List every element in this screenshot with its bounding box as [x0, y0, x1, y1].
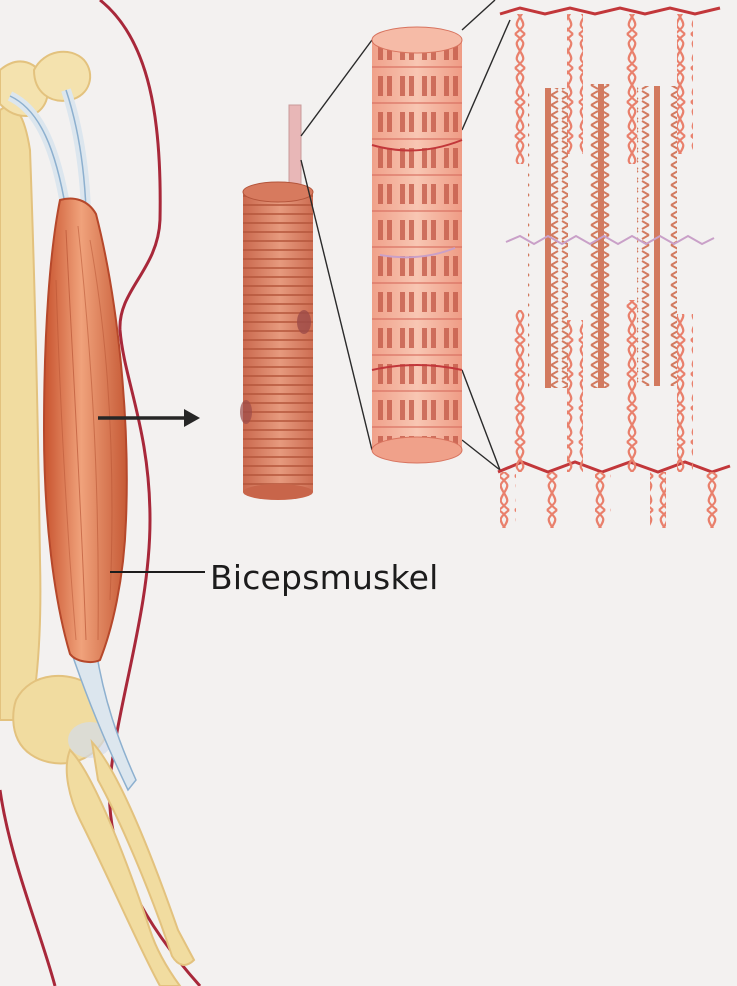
actin-filament — [677, 14, 693, 154]
fiber-nucleus — [240, 400, 252, 424]
myofibril-bundle — [372, 27, 462, 463]
actin-filament — [622, 14, 638, 164]
myosin-filament — [528, 88, 568, 388]
fiber-nucleus — [297, 310, 311, 334]
protruding-myofibril — [289, 105, 301, 195]
myosin-filament — [581, 84, 621, 388]
actin-filament — [567, 320, 583, 472]
actin-filament — [622, 300, 638, 472]
actin-filament — [500, 472, 516, 528]
actin-filament — [595, 472, 611, 528]
muscle-fiber — [240, 182, 313, 500]
actin-filament — [705, 472, 721, 528]
actin-filament — [677, 314, 693, 472]
actin-filament — [567, 14, 583, 154]
actin-filament — [512, 14, 528, 164]
actin-filament — [545, 472, 561, 528]
myosin-filament — [637, 86, 677, 386]
z-line-top — [500, 8, 720, 14]
z-line-bottom — [498, 462, 730, 472]
sarcomere-detail — [498, 8, 730, 528]
actin-filament — [512, 310, 528, 472]
biceps-label: Bicepsmuskel — [210, 558, 438, 597]
biceps-muscle — [44, 199, 127, 662]
actin-filament — [650, 472, 666, 528]
